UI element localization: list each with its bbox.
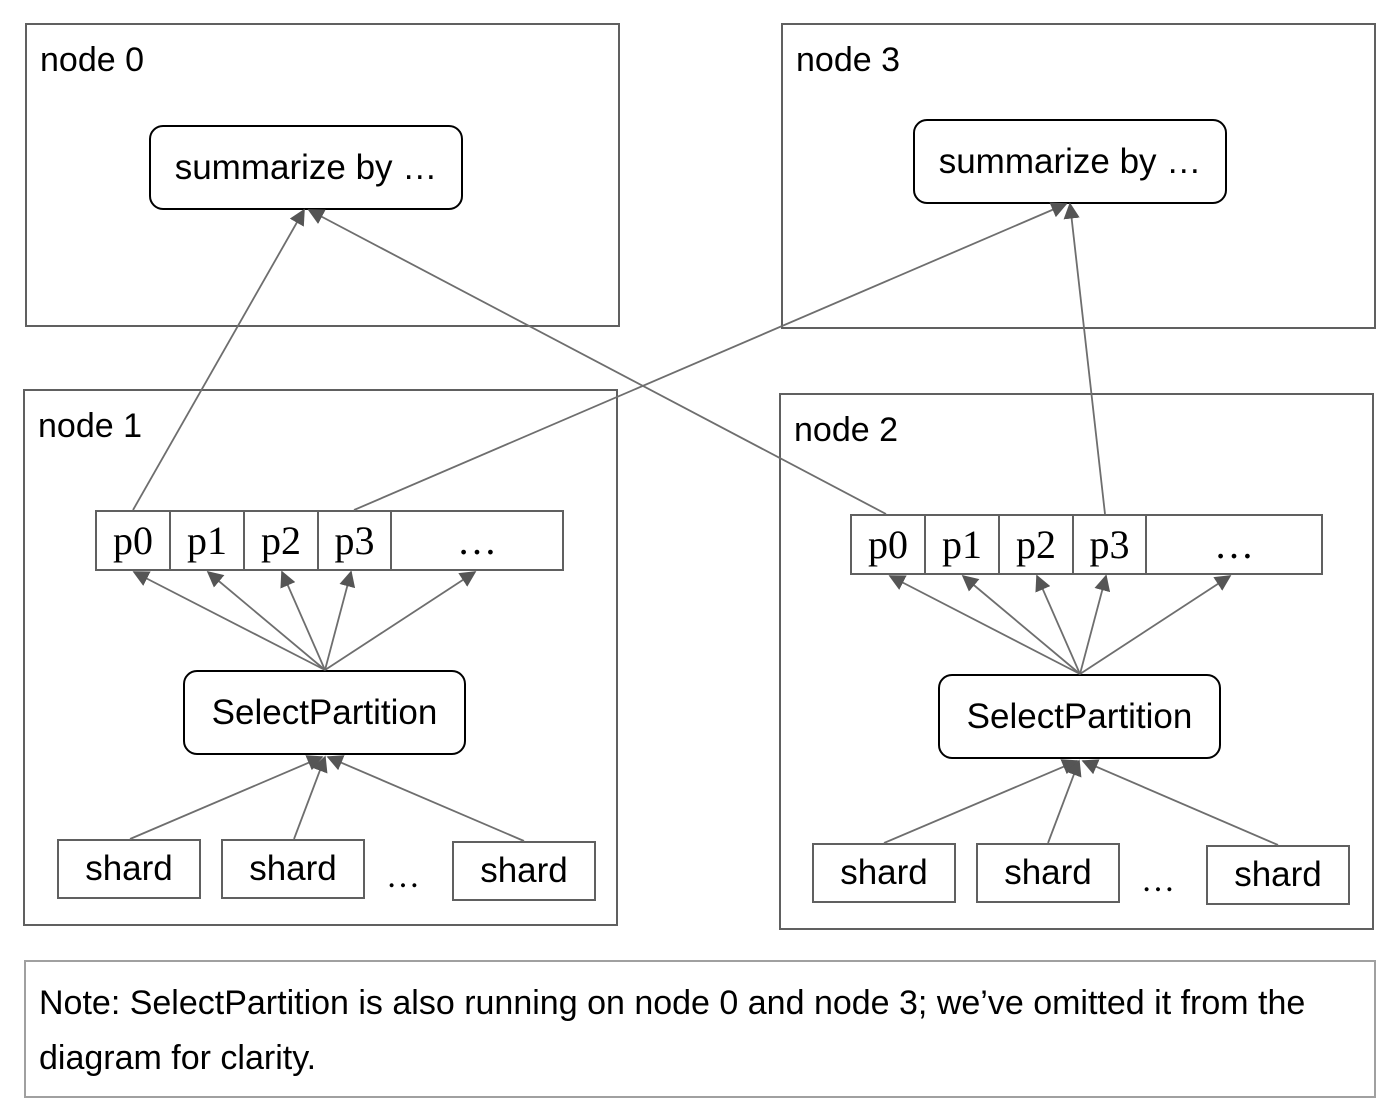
node-1-shard-2: shard [221,839,365,899]
node-0-title: node 0 [40,41,144,79]
node-2-shard-1: shard [812,843,956,903]
node-3-title: node 3 [796,41,900,79]
node-1-partition-p2: p2 [245,512,319,569]
node-2-shard-2: shard [976,843,1120,903]
node-1-shard-3: shard [452,841,596,901]
node-2-partition-p0: p0 [852,516,926,573]
node-1-partition-p0: p0 [97,512,171,569]
node-1-partition-more: … [457,518,497,563]
node-3-summarize-box: summarize by … [913,119,1227,204]
node-1-partition-row: p0 p1 p2 p3 … [95,510,564,571]
node-2-partition-p2: p2 [1000,516,1074,573]
node-1-title: node 1 [38,407,142,445]
node-1-shard-1: shard [57,839,201,899]
node-2-selectpartition-box: SelectPartition [938,674,1221,759]
node-0-summarize-box: summarize by … [149,125,463,210]
node-2-partition-p1: p1 [926,516,1000,573]
node-2-shard-3: shard [1206,845,1350,905]
node-2-shard-ellipsis: … [1141,862,1175,899]
node-2-partition-more: … [1214,522,1254,567]
node-1-selectpartition-box: SelectPartition [183,670,466,755]
node-1-partition-p3: p3 [319,512,392,569]
node-1-shard-ellipsis: … [386,858,420,895]
node-2-partition-row: p0 p1 p2 p3 … [850,514,1323,575]
node-1-partition-p1: p1 [171,512,245,569]
diagram-note: Note: SelectPartition is also running on… [24,960,1376,1098]
node-3-container: node 3 summarize by … [781,23,1376,329]
node-2-title: node 2 [794,411,898,449]
node-0-container: node 0 summarize by … [25,23,620,327]
node-2-partition-p3: p3 [1074,516,1147,573]
